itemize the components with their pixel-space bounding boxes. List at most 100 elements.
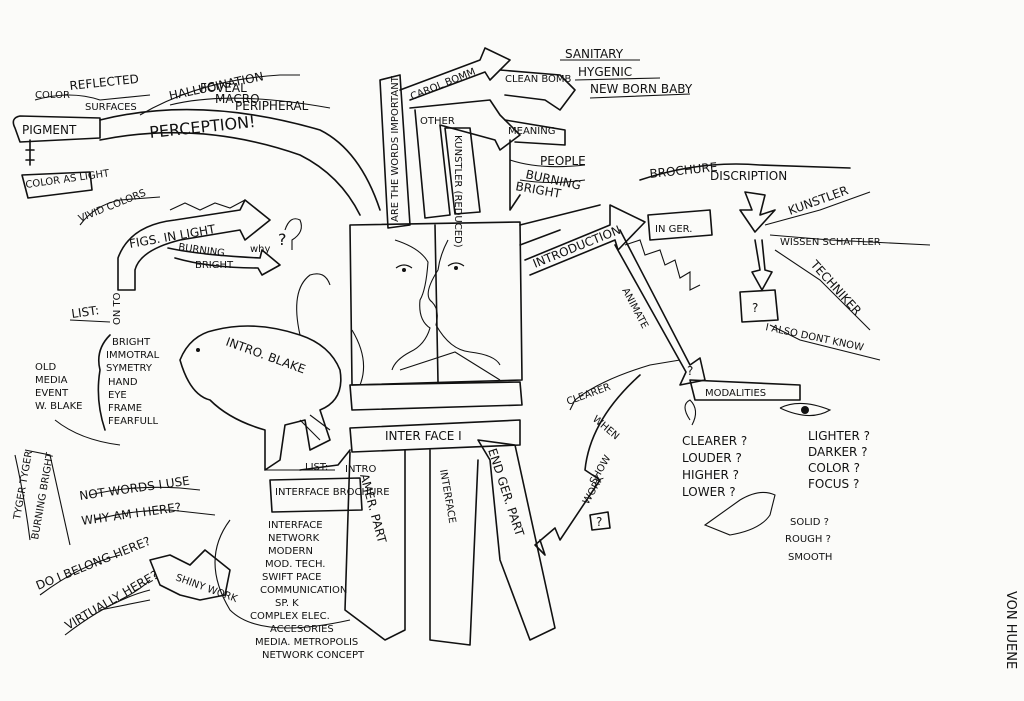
list-arrow-left [54,319,121,446]
clean-bomb-label: CLEAN BOMB [505,74,572,85]
blake-list-6: FRAME [108,403,142,414]
burning-label: BURNING [178,242,226,259]
intro-blake-label: INTRO. BLAKE [224,335,307,377]
blake-list-4: HAND [108,377,138,388]
figs-in-light-arrow [79,196,302,291]
bottom-list-6: COMMUNICATION [260,585,347,596]
hygenic-label: HYGENIC [578,65,632,79]
kunstler-label: KUNSTLER [786,183,850,218]
eye-list-3: COLOR ? [808,461,860,475]
in-ger-label: IN GER. [655,224,692,235]
blake-list-3: SYMETRY [106,363,153,374]
old-media-1: OLD [35,362,56,373]
on-to-label: ON TO [112,292,123,325]
peripheral-label: PERIPHERAL [235,99,309,113]
surfaces-label: SURFACES [85,102,137,113]
blake-list-2: IMMOTRAL [106,350,160,361]
introduction-branch [524,163,931,386]
wissenschaftler-label: WISSEN SCHAFTLER [780,237,881,248]
perception-branch [12,74,381,216]
central-interface-structure [299,204,601,646]
questions-branch [14,449,351,636]
end-ger-part-label: END GER. PART [485,447,527,539]
question-mark: ? [278,230,287,249]
eye-list-2: DARKER ? [808,445,868,459]
other-label: OTHER [420,116,455,127]
foveal-label: FOVEAL [200,81,247,95]
macro-label: MACRO [215,92,260,106]
bottom-list-11: NETWORK CONCEPT [262,650,365,661]
words-important-branch [379,47,691,229]
interface-title: INTER FACE I [385,429,462,443]
list-bottom-label: LIST: [305,462,328,473]
kissing-faces-drawing [349,221,523,386]
ear-list-4: LOWER ? [682,485,736,499]
interface-brochure-label: INTERFACE BROCHURE [275,487,390,498]
bottom-list-3: MODERN [268,546,313,557]
intro-center-label: INTRO [345,464,376,475]
animate-question: ? [687,364,693,378]
i-also-dont-know-label: I ALSO DONT KNOW [764,322,864,354]
tyger-tyger-label: TYGER TYGER [12,450,35,522]
bottom-list-2: NETWORK [268,533,320,544]
bottom-list-9: ACCESORIES [270,624,334,635]
bright-label: BRIGHT [195,260,234,271]
old-media-3: EVENT [35,388,69,399]
sanitary-label: SANITARY [565,47,624,61]
bottom-list-7: SP. K [275,598,299,609]
bottom-list-4: MOD. TECH. [265,559,326,570]
people-label: PEOPLE [540,154,586,168]
pigment-label: PIGMENT [22,123,77,137]
interface-vertical-label: INTERFACE [437,469,457,525]
discription-label: DISCRIPTION [710,169,787,183]
ear-list-1: CLEARER ? [682,434,747,448]
blake-list-1: BRIGHT [112,337,151,348]
reflected-label: REFLECTED [69,72,140,93]
bottom-list-brackets [265,469,363,513]
list-left-label: LIST: [70,303,100,321]
touch-list-1: SOLID ? [790,517,829,528]
modalities-label: MODALITIES [705,388,766,399]
carol-bomm-label: CAROL BOMM [409,67,477,103]
eye-list-1: LIGHTER ? [808,429,870,443]
bottom-list-10: MEDIA. METROPOLIS [255,637,358,648]
why-am-i-here-label: WHY AM I HERE? [80,500,182,528]
touch-list-3: SMOOTH [788,552,832,563]
burning-bright-label: BURNING BRIGHT [30,451,56,541]
modalities-branch [534,359,832,556]
bottom-list-5: SWIFT PACE [262,572,321,583]
meaning-label: MEANING [508,126,555,137]
vivid-colors-label: VIVID COLORS [77,188,148,225]
virtually-here-label: VIRTUALLY HERE? [63,568,161,633]
old-media-4: W. BLAKE [35,401,82,412]
new-born-baby-label: NEW BORN BABY [590,82,693,96]
blake-list-7: FEARFULL [108,416,159,427]
ear-list-3: HIGHER ? [682,468,739,482]
work-label: WORK [581,474,606,507]
brochure-label: BROCHURE [649,160,718,181]
touch-list-2: ROUGH ? [785,534,831,545]
techniker-label: TECHNIKER [807,257,864,318]
why-label: why [250,244,271,255]
kunstler-reduced-label: KUNSTLER (REDUCED) [452,135,463,248]
introduction-label: INTRODUCTION [531,223,623,271]
not-words-label: NOT WORDS I USE [78,474,190,503]
clearer-label: CLEARER [565,382,612,408]
old-media-2: MEDIA [35,375,68,386]
discription-question: ? [752,301,758,315]
are-the-words-important-label: ARE THE WORDS IMPORTANT [390,75,401,222]
ear-list-2: LOUDER ? [682,451,742,465]
color-as-light-label: COLOR AS LIGHT [25,168,111,191]
eye-list-4: FOCUS ? [808,477,859,491]
show-work-question: ? [596,515,602,529]
blake-list-5: EYE [108,390,127,401]
when-label: WHEN [590,414,621,442]
bottom-list-8: COMPLEX ELEC. [250,611,330,622]
artist-signature: VON HUENE [1003,590,1018,670]
bottom-list-1: INTERFACE [268,520,323,531]
perception-label: PERCEPTION! [148,112,256,142]
animate-label: ANIMATE [619,286,650,330]
color-label: COLOR [35,90,70,101]
